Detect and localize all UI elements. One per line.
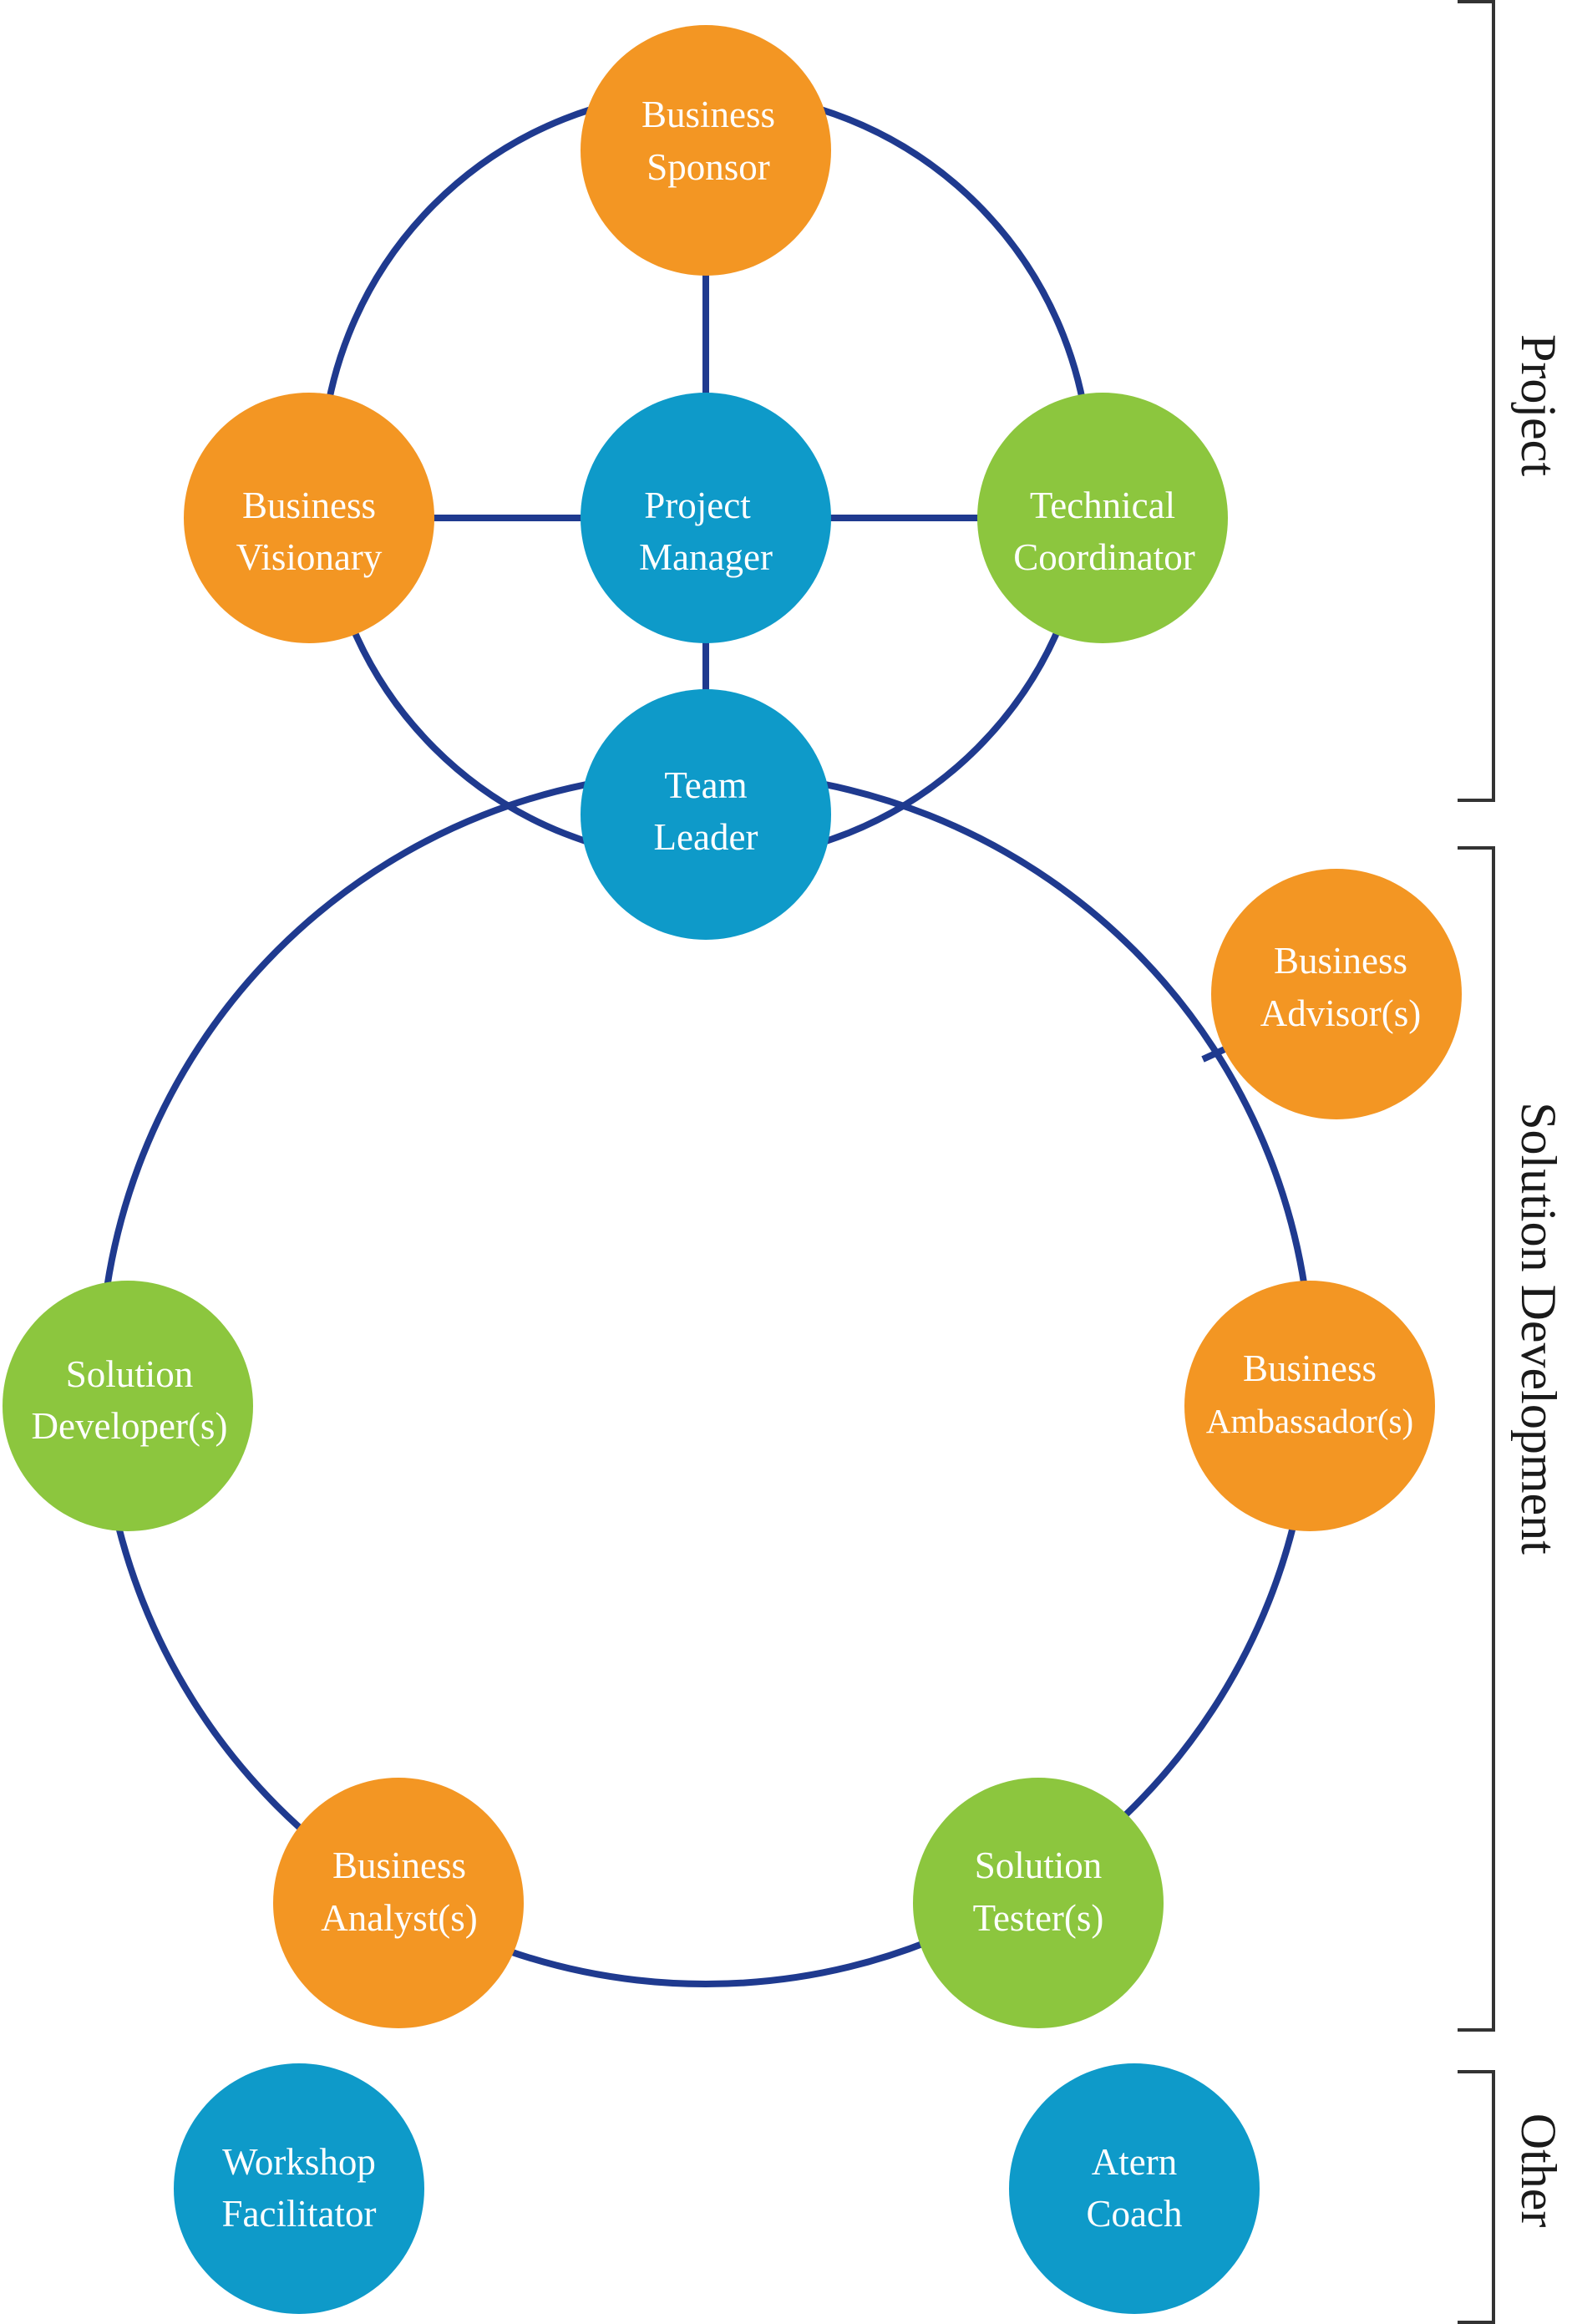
role-circle	[581, 25, 831, 276]
role-circle	[977, 393, 1228, 643]
role-label: Business	[1243, 1347, 1377, 1389]
bracket-solution-development	[1458, 846, 1495, 2032]
role-label: Solution	[975, 1844, 1103, 1886]
role-label: Advisor(s)	[1260, 992, 1421, 1034]
role-business-ambassador: Business Ambassador(s)	[1184, 1281, 1435, 1531]
role-circle	[3, 1281, 253, 1531]
role-business-advisor: Business Advisor(s)	[1211, 869, 1462, 1119]
role-label: Coordinator	[1013, 536, 1194, 578]
solution-development-ring	[97, 769, 1315, 1987]
role-circle	[184, 393, 434, 643]
role-label: Tester(s)	[973, 1897, 1104, 1939]
role-workshop-facilitator: Workshop Facilitator	[174, 2063, 424, 2314]
role-label: Facilitator	[222, 2193, 377, 2235]
role-label: Business	[332, 1844, 466, 1886]
section-label-solution-development: Solution Development	[1511, 1102, 1566, 1555]
role-label: Business	[1274, 940, 1407, 982]
role-circle	[1009, 2063, 1260, 2314]
role-solution-developer: Solution Developer(s)	[3, 1281, 253, 1531]
role-label: Developer(s)	[32, 1405, 228, 1447]
role-circle	[913, 1778, 1164, 2028]
role-atern-coach: Atern Coach	[1009, 2063, 1260, 2314]
role-project-manager: Project Manager	[581, 393, 831, 643]
role-circle	[273, 1778, 524, 2028]
role-team-leader: Team Leader	[581, 689, 831, 940]
role-label: Leader	[654, 816, 758, 858]
role-label: Analyst(s)	[321, 1897, 477, 1939]
role-technical-coordinator: Technical Coordinator	[977, 393, 1228, 643]
role-label: Ambassador(s)	[1206, 1402, 1413, 1440]
role-business-visionary: Business Visionary	[184, 393, 434, 643]
role-solution-tester: Solution Tester(s)	[913, 1778, 1164, 2028]
section-label-other: Other	[1511, 2113, 1566, 2228]
role-label: Coach	[1087, 2193, 1183, 2235]
role-label: Workshop	[222, 2141, 376, 2183]
role-circle	[581, 393, 831, 643]
role-business-sponsor: Business Sponsor	[581, 25, 831, 276]
bracket-other	[1458, 2070, 1495, 2324]
role-label: Business	[242, 485, 376, 526]
role-label: Atern	[1092, 2141, 1177, 2183]
role-label: Visionary	[236, 536, 383, 578]
role-label: Team	[664, 764, 747, 806]
role-circle	[581, 689, 831, 940]
bracket-project	[1458, 0, 1495, 802]
role-circle	[174, 2063, 424, 2314]
role-label: Technical	[1030, 485, 1175, 526]
role-business-analyst: Business Analyst(s)	[273, 1778, 524, 2028]
role-circle	[1184, 1281, 1435, 1531]
role-label: Solution	[66, 1353, 194, 1395]
role-label: Business	[641, 94, 775, 135]
role-label: Manager	[639, 536, 773, 578]
section-label-project: Project	[1511, 334, 1566, 476]
role-label: Sponsor	[647, 146, 770, 188]
role-label: Project	[644, 485, 751, 526]
role-circle	[1211, 869, 1462, 1119]
